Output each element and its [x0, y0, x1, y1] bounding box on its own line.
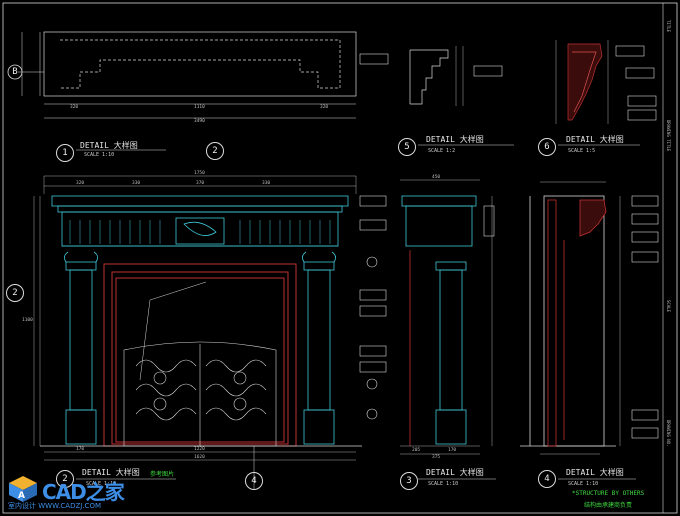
dim-bottom-b: 170	[76, 447, 85, 452]
detail-4-scale: SCALE 1:10	[568, 481, 599, 487]
cube-logo-icon: A	[9, 476, 37, 502]
dim-side-height: 1100	[22, 318, 33, 323]
cad-home-logo: A CAD之家 室内设计 WWW.CADZJ.COM	[6, 474, 156, 514]
detail-2-title: DETAIL 大样图	[82, 468, 140, 477]
detail-5-number: 5	[398, 138, 416, 156]
dim-side-width: 450	[432, 175, 441, 180]
detail-4-number: 4	[538, 470, 556, 488]
svg-text:A: A	[18, 491, 25, 501]
detail-1-scale: SCALE 1:10	[84, 152, 115, 158]
detail-3-side	[400, 179, 495, 455]
dim-bottom-a: 1220	[194, 447, 205, 452]
ref-marker-2: 2	[206, 142, 224, 160]
detail-5-profile	[409, 46, 464, 106]
logo-url: 室内设计 WWW.CADZJ.COM	[8, 502, 101, 510]
dim-sec-bottom-total: 375	[432, 455, 441, 460]
dim-elev-part-3: 370	[196, 181, 205, 186]
side-marker-2: 2	[6, 284, 24, 302]
dim-top-mid: 1110	[194, 105, 205, 110]
title-strip-drawing-no: DRAWING NO.	[666, 420, 671, 447]
detail-2-elevation	[33, 175, 362, 461]
detail-6-title: DETAIL 大样图	[566, 135, 624, 144]
dim-sec-bottom-2: 170	[448, 448, 457, 453]
detail-tags	[359, 45, 657, 121]
dim-elev-part-1: 320	[76, 181, 85, 186]
logo-brand: CAD之家	[42, 480, 125, 504]
section-marker-B-label: B	[12, 67, 18, 77]
dim-elev-total: 1750	[194, 171, 205, 176]
detail-6-section	[555, 40, 609, 124]
detail-4-section	[520, 181, 621, 455]
title-strip-title: TITLE	[666, 20, 671, 33]
dim-top-right: 320	[320, 105, 329, 110]
dim-sec-bottom-1: 205	[412, 448, 421, 453]
detail-6-scale: SCALE 1:5	[568, 148, 596, 154]
title-strip-drawing-title: DRAWING TITLE	[666, 120, 671, 152]
dim-elev-part-4: 330	[262, 181, 271, 186]
detail-2-number: 2	[56, 470, 74, 488]
elevation-tags	[359, 195, 387, 420]
detail-3-scale: SCALE 1:10	[428, 481, 459, 487]
structure-note-zh: 结构由承建商负责	[584, 502, 633, 509]
ref-marker-4: 4	[245, 472, 263, 490]
title-underlines	[76, 144, 640, 480]
detail-2-scale: SCALE 1:10	[86, 481, 117, 487]
detail-4-title: DETAIL 大样图	[566, 468, 624, 477]
section-marker-B	[7, 64, 23, 80]
detail-5-title: DETAIL 大样图	[426, 135, 484, 144]
detail-6-number: 6	[538, 138, 556, 156]
title-strip-scale: SCALE	[666, 300, 671, 313]
dim-top-total: 3490	[194, 119, 205, 124]
detail-3-title: DETAIL 大样图	[426, 468, 484, 477]
dim-top-left: 320	[70, 105, 79, 110]
detail-5-scale: SCALE 1:2	[428, 148, 456, 154]
detail-3-number: 3	[400, 472, 418, 490]
structure-note-en: *STRUCTURE BY OTHERS	[572, 490, 645, 497]
dim-bottom-total: 1620	[194, 455, 205, 460]
detail-1-plan	[18, 31, 357, 119]
dim-elev-part-2: 330	[132, 181, 141, 186]
section-tags	[631, 195, 659, 439]
detail-1-number: 1	[56, 144, 74, 162]
detail-1-title: DETAIL 大样图	[80, 141, 138, 150]
detail-2-note: 参考图片	[150, 471, 175, 478]
